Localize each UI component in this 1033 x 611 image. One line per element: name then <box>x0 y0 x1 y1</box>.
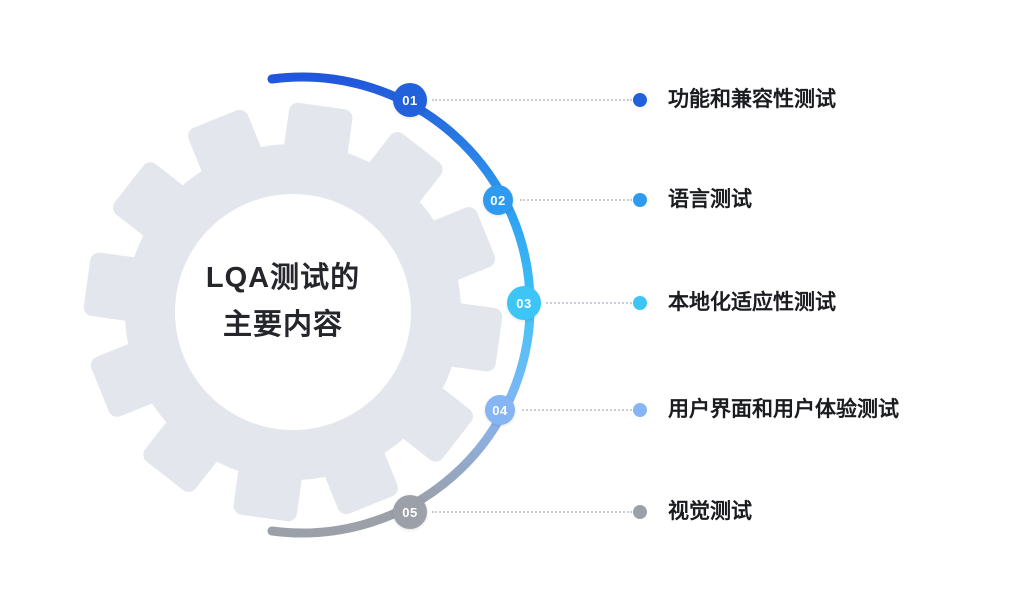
step-label: 功能和兼容性测试 <box>668 88 836 111</box>
connector-line <box>520 199 632 201</box>
step-node-05: 05 <box>393 495 427 529</box>
step-label: 本地化适应性测试 <box>668 291 836 314</box>
step-node-02: 02 <box>483 185 513 215</box>
step-node-04: 04 <box>485 395 515 425</box>
step-number: 02 <box>490 192 506 208</box>
step-label: 语言测试 <box>668 188 752 211</box>
step-label: 视觉测试 <box>668 500 752 523</box>
bullet-dot <box>633 403 647 417</box>
connector-line <box>432 99 632 101</box>
step-number: 01 <box>402 92 418 108</box>
step-number: 05 <box>402 504 418 520</box>
step-number: 04 <box>492 402 508 418</box>
diagram-title-line1: LQA测试的 <box>205 262 361 294</box>
bullet-dot <box>633 296 647 310</box>
step-node-01: 01 <box>393 83 427 117</box>
step-node-03: 03 <box>507 286 541 320</box>
connector-line <box>522 409 632 411</box>
step-number: 03 <box>516 295 532 311</box>
bullet-dot <box>633 93 647 107</box>
diagram-title: LQA测试的 主要内容 <box>158 255 408 349</box>
bullet-dot <box>633 193 647 207</box>
connector-line <box>546 302 632 304</box>
gear-icon <box>83 102 503 522</box>
step-label: 用户界面和用户体验测试 <box>668 398 899 421</box>
diagram-title-line2: 主要内容 <box>222 309 343 341</box>
connector-line <box>432 511 632 513</box>
bullet-dot <box>633 505 647 519</box>
